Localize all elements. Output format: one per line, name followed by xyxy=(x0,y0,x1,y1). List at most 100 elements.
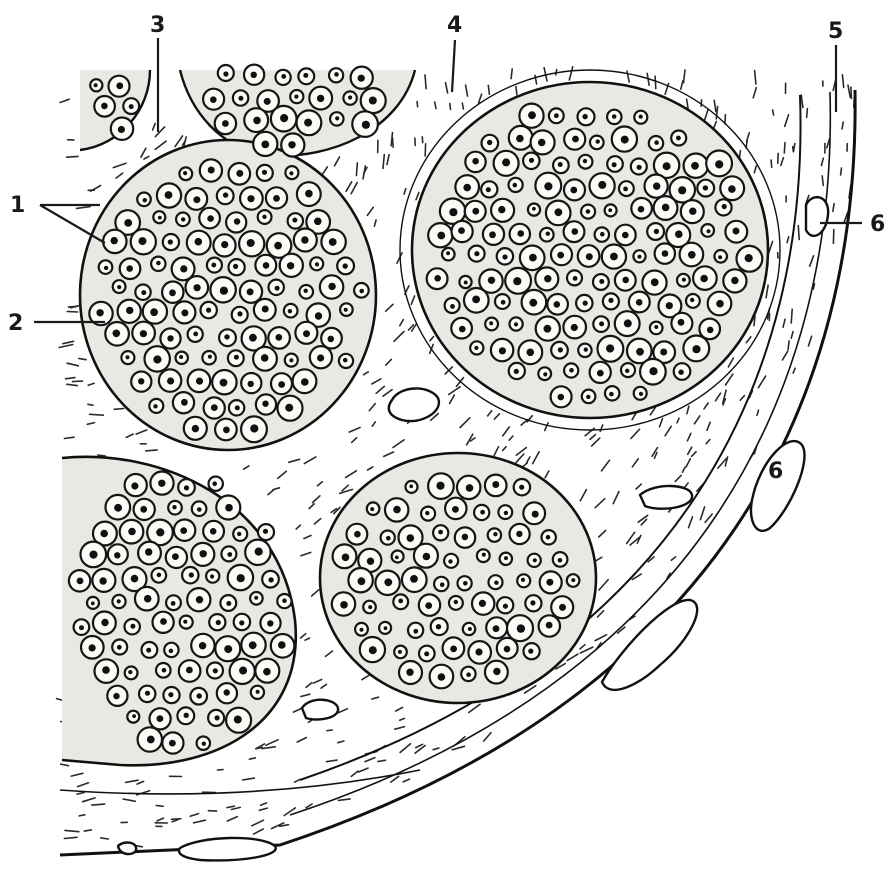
nerve-fiber xyxy=(497,638,518,659)
nerve-fiber xyxy=(176,352,188,364)
nerve-fiber xyxy=(489,575,503,589)
nerve-fiber xyxy=(220,595,236,611)
nerve-fiber xyxy=(150,708,171,729)
nerve-fiber xyxy=(578,108,595,125)
nerve-fiber xyxy=(207,663,223,679)
vessel-bottom-edge-small xyxy=(118,843,136,855)
nerve-fiber xyxy=(399,661,422,684)
nerve-fiber xyxy=(540,571,562,593)
nerve-fiber xyxy=(723,269,746,292)
nerve-fiber xyxy=(354,283,369,298)
nerve-fiber xyxy=(408,623,423,638)
nerve-fiber xyxy=(153,211,165,223)
nerve-fiber xyxy=(173,301,195,323)
nerve-fiber xyxy=(508,178,522,192)
nerve-fiber xyxy=(540,228,554,242)
nerve-fiber xyxy=(683,336,709,362)
nerve-fiber xyxy=(163,234,179,250)
nerve-fiber xyxy=(445,298,460,313)
nerve-fiber xyxy=(520,245,545,270)
nerve-fiber xyxy=(125,667,138,680)
nerve-fiber xyxy=(134,499,155,520)
nerve-fiber xyxy=(188,327,203,342)
nerve-fiber xyxy=(680,243,704,267)
nerve-fiber xyxy=(598,336,624,362)
nerve-fiber xyxy=(245,540,270,565)
nerve-fiber xyxy=(219,329,236,346)
nerve-fiber xyxy=(138,727,162,751)
nerve-fiber xyxy=(156,663,171,678)
nerve-fiber xyxy=(260,613,280,633)
nerve-fiber xyxy=(310,257,323,270)
nerve-fiber xyxy=(266,187,287,208)
nerve-fiber xyxy=(333,544,357,568)
nerve-fiber xyxy=(485,318,498,331)
nerve-fiber xyxy=(118,300,141,323)
nerve-fiber xyxy=(631,198,652,219)
nerve-fiber xyxy=(251,686,264,699)
nerve-fiber xyxy=(578,344,591,357)
nerve-fiber xyxy=(157,183,181,207)
nerve-fiber xyxy=(137,193,151,207)
nerve-fiber xyxy=(465,152,485,172)
nerve-fiber xyxy=(433,525,448,540)
nerve-fiber xyxy=(271,106,297,132)
nerve-fiber xyxy=(280,254,303,277)
nerve-fiber xyxy=(125,474,147,496)
nerve-fiber xyxy=(428,223,452,247)
nerve-fiber xyxy=(430,665,454,689)
nerve-fiber xyxy=(187,588,210,611)
vessel-center xyxy=(389,388,439,421)
nerve-fiber xyxy=(419,646,435,662)
nerve-fiber xyxy=(150,472,173,495)
nerve-fiber xyxy=(290,90,303,103)
nerve-fiber xyxy=(488,528,501,541)
nerve-fiber xyxy=(379,622,391,634)
nerve-fiber xyxy=(551,386,572,407)
nerve-fiber xyxy=(509,363,525,379)
nerve-fiber xyxy=(470,341,483,354)
nerve-fiber xyxy=(612,127,637,152)
nerve-fiber xyxy=(392,551,404,563)
nerve-fiber xyxy=(419,594,440,615)
nerve-fiber xyxy=(444,554,458,568)
nerve-fiber xyxy=(535,173,561,199)
nerve-fiber xyxy=(258,524,274,540)
nerve-fiber xyxy=(650,322,663,335)
nerve-fiber xyxy=(268,327,290,349)
nerve-fiber xyxy=(361,88,386,113)
nerve-fiber xyxy=(271,634,295,658)
nerve-fiber xyxy=(514,479,530,495)
nerve-fiber xyxy=(178,479,195,496)
vessel-lower-right xyxy=(751,441,805,531)
nerve-fiber xyxy=(482,135,499,152)
vessel-small-middle xyxy=(640,486,692,509)
nerve-fiber xyxy=(564,221,585,242)
nerve-fiber xyxy=(553,552,568,567)
nerve-fiber xyxy=(547,294,568,315)
nerve-fiber xyxy=(631,159,647,175)
nerve-fiber xyxy=(111,118,133,140)
nerve-fiber xyxy=(262,571,279,588)
nerve-fiber xyxy=(121,351,134,364)
nerve-fiber xyxy=(708,292,732,316)
nerve-fiber xyxy=(212,370,236,394)
nerve-fiber xyxy=(671,313,692,334)
nerve-fiber xyxy=(202,351,215,364)
nerve-fiber xyxy=(229,259,245,275)
nerve-fiber xyxy=(186,276,209,299)
nerve-fiber xyxy=(582,390,596,404)
nerve-fiber xyxy=(590,362,611,383)
nerve-fiber xyxy=(524,643,540,659)
nerve-fiber xyxy=(629,292,650,313)
nerve-fiber xyxy=(138,542,161,565)
nerve-fiber xyxy=(553,158,569,174)
nerve-fiber xyxy=(185,188,207,210)
nerve-fiber xyxy=(269,280,284,295)
nerve-fiber xyxy=(191,634,214,657)
nerve-fiber xyxy=(95,659,119,683)
nerve-fiber xyxy=(276,70,291,85)
nerve-fiber xyxy=(112,595,125,608)
nerve-fiber xyxy=(510,224,530,244)
nerve-fiber xyxy=(197,737,210,750)
